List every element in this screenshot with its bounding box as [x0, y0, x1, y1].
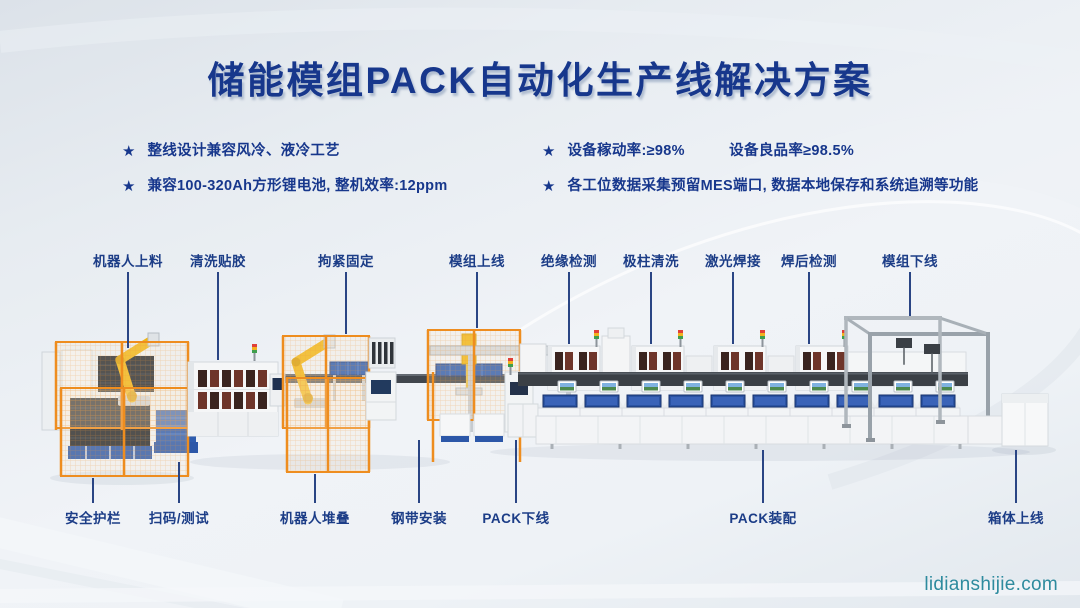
- robot-stacking-label: 机器人堆叠: [280, 511, 350, 526]
- leader-line: [92, 478, 94, 503]
- clamping-label: 拘紧固定: [318, 254, 374, 269]
- hmi-screen: [683, 380, 703, 393]
- hmi-screen: [767, 380, 787, 393]
- leader-line: [127, 272, 129, 348]
- leader-line: [345, 272, 347, 334]
- pack-cart: [663, 394, 709, 417]
- pack-cart: [789, 394, 835, 417]
- module-loading-label: 模组上线: [449, 254, 505, 269]
- pack-cart: [705, 394, 751, 417]
- tower-light-icon: [594, 330, 599, 347]
- tower-light-icon: [252, 344, 257, 361]
- pack-assembly-line: [535, 380, 1009, 449]
- pack-cart: [873, 394, 919, 417]
- tower-light-icon: [678, 330, 683, 347]
- feature-text: 各工位数据采集预留MES端口, 数据本地保存和系统追溯等功能: [567, 178, 979, 194]
- star-icon: ★: [542, 143, 556, 160]
- leader-line: [1015, 450, 1017, 503]
- feature-item: ★ 整线设计兼容风冷、液冷工艺: [122, 142, 340, 161]
- pack-cart: [915, 394, 961, 417]
- feature-item: ★ 设备稼动率:≥98% 设备良品率≥98.5%: [542, 142, 854, 161]
- leader-line: [314, 474, 316, 503]
- feature-text: 兼容100-320Ah方形锂电池, 整机效率:12ppm: [147, 178, 448, 194]
- hmi-screen: [599, 380, 619, 393]
- robot-loading-label: 机器人上料: [93, 254, 163, 269]
- pack-cart: [579, 394, 625, 417]
- robot-loading-cell: [41, 333, 198, 477]
- ground-shadow: [50, 443, 1056, 485]
- pack-cart: [621, 394, 667, 417]
- hmi-screen: [809, 380, 829, 393]
- star-icon: ★: [122, 143, 136, 160]
- leader-line: [217, 272, 219, 360]
- feature-item: ★ 兼容100-320Ah方形锂电池, 整机效率:12ppm: [122, 177, 448, 196]
- leader-line: [568, 272, 570, 344]
- case-loading-label: 箱体上线: [988, 511, 1044, 526]
- hmi-screen: [851, 380, 871, 393]
- steel-strap-unit: [365, 337, 397, 421]
- leader-line: [808, 272, 810, 344]
- cleaning-gluing-label: 清洗贴胶: [190, 254, 246, 269]
- leader-line: [178, 462, 180, 503]
- clamping-cell: [281, 335, 371, 473]
- post-weld-inspection-label: 焊后检测: [781, 254, 837, 269]
- hmi-screen: [893, 380, 913, 393]
- leader-line: [909, 272, 911, 316]
- tower-light-icon: [760, 330, 765, 347]
- star-icon: ★: [542, 178, 556, 195]
- page-title: 储能模组PACK自动化生产线解决方案: [207, 60, 873, 101]
- pack-cart: [537, 394, 583, 417]
- insulation-test-label: 绝缘检测: [541, 254, 597, 269]
- leader-line: [762, 450, 764, 503]
- feature-text: 设备稼动率:≥98% 设备良品率≥98.5%: [567, 143, 855, 159]
- pack-cart: [747, 394, 793, 417]
- hmi-screen: [725, 380, 745, 393]
- safety-fence-label: 安全护栏: [65, 511, 121, 526]
- star-icon: ★: [122, 178, 136, 195]
- scan-test-label: 扫码/测试: [148, 511, 210, 526]
- leader-line: [476, 272, 478, 328]
- module-bins: [439, 403, 539, 442]
- leader-line: [650, 272, 652, 344]
- pack-assembly-label: PACK装配: [729, 511, 797, 526]
- leader-line: [732, 272, 734, 344]
- website-watermark: lidianshijie.com: [924, 574, 1058, 595]
- cleaning-gluing-machine: [187, 344, 286, 437]
- case-loading-box: [967, 393, 1049, 447]
- feature-item: ★ 各工位数据采集预留MES端口, 数据本地保存和系统追溯等功能: [542, 177, 978, 196]
- laser-welding-label: 激光焊接: [705, 254, 761, 269]
- hmi-screen: [641, 380, 661, 393]
- steel-strap-label: 钢带安装: [391, 511, 447, 526]
- feature-text: 整线设计兼容风冷、液冷工艺: [147, 143, 340, 159]
- hmi-screen: [557, 380, 577, 393]
- module-unloading-label: 模组下线: [882, 254, 938, 269]
- pole-cleaning-label: 极柱清洗: [623, 254, 679, 269]
- pack-unloading-label: PACK下线: [482, 511, 550, 526]
- leader-line: [515, 440, 517, 503]
- leader-line: [418, 440, 420, 503]
- module-unloading-gantry: [842, 315, 993, 442]
